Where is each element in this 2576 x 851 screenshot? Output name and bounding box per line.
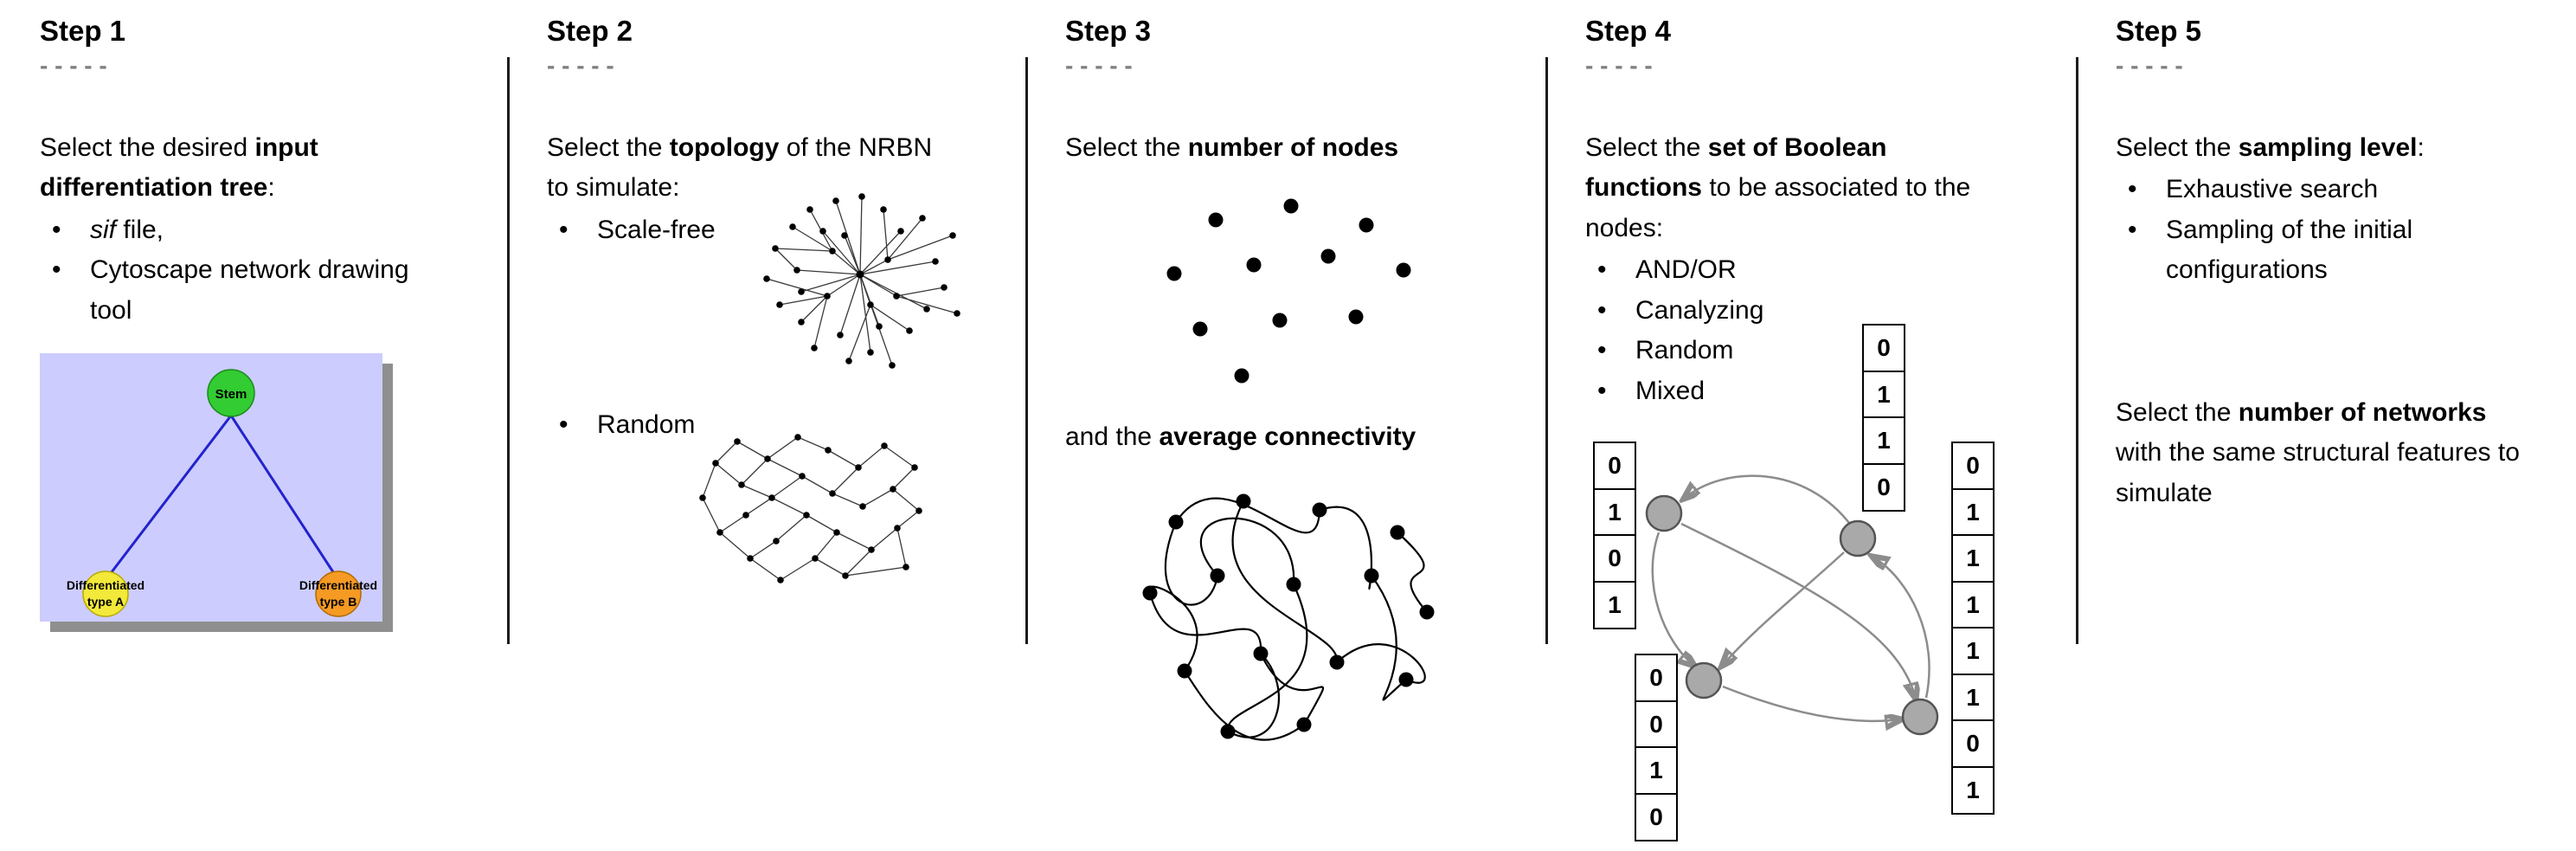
emphasis-text: topology (669, 132, 780, 162)
truth-table-cell: 0 (1862, 462, 1905, 512)
bullet-item: Mixed (1585, 371, 2003, 412)
bullet-item: sif file, (40, 210, 424, 251)
bullet-item: Exhaustive search (2116, 170, 2526, 210)
bullet-item: Sampling of the initial configurations (2116, 210, 2526, 291)
truth-table-cell: 1 (1593, 487, 1636, 537)
truth-table-cell: 0 (1862, 324, 1905, 372)
stem-node-label: Stem (215, 387, 247, 402)
step-bullet-list: AND/OR Canalyzing Random Mixed (1585, 250, 2003, 411)
truth-table-cell: 1 (1951, 765, 1995, 815)
column-divider (1545, 57, 1548, 644)
differentiation-tree-figure: Stem Differentiated type A Differentiate… (40, 353, 393, 633)
truth-table-cell: 1 (1951, 580, 1995, 629)
network-arrow (1722, 551, 1845, 666)
step-bullet-list: Random (547, 405, 695, 446)
network-arrow (1684, 474, 1853, 527)
truth-table-cell: 1 (1862, 416, 1905, 465)
step-dashes: - - - - - (2116, 51, 2183, 79)
bullet-item: Scale-free (547, 210, 951, 251)
boolean-node (1645, 494, 1683, 532)
emphasis-text: sif (90, 215, 116, 244)
boolean-node (1685, 661, 1723, 699)
truth-table-cell: 0 (1593, 534, 1636, 583)
network-arrow (1722, 685, 1901, 721)
truth-table-cell: 1 (1951, 487, 1995, 537)
emphasis-text: sampling level (2238, 132, 2418, 162)
step-3-column: Step 3 - - - - - Select the number of no… (1025, 0, 1545, 851)
step-intro: Select the number of nodes (1065, 132, 1399, 162)
step-dashes: - - - - - (1585, 51, 1653, 79)
step-intro: Select the desired input differentiation… (40, 132, 318, 203)
type-b-node (315, 571, 362, 617)
type-a-label-line1: Differentiated (67, 578, 145, 592)
step-dashes: - - - - - (1065, 51, 1133, 79)
column-divider (507, 57, 510, 644)
emphasis-text: average connectivity (1159, 422, 1416, 451)
emphasis-text: input differentiation tree (40, 132, 318, 203)
type-b-label-line2: type B (320, 595, 357, 609)
emphasis-text: set of Boolean functions (1585, 132, 1887, 203)
truth-table-cell: 1 (1862, 370, 1905, 419)
step-bullet-list: sif file, Cytoscape network drawing tool (40, 210, 424, 332)
step-title: Step 4 (1585, 15, 1672, 47)
step-5-column: Step 5 - - - - - Select the sampling lev… (2076, 0, 2576, 851)
network-arrow (1651, 532, 1694, 666)
column-divider (1025, 57, 1028, 644)
bullet-item: Cytoscape network drawing tool (40, 250, 424, 331)
step-4-column: Step 4 - - - - - Select the set of Boole… (1545, 0, 2076, 851)
step-title: Step 5 (2116, 15, 2202, 47)
network-arrow (1873, 557, 1930, 699)
nodes-scatter-figure (1166, 198, 1411, 384)
scale-free-network-figure (763, 193, 960, 369)
truth-table-cell: 0 (1951, 719, 1995, 768)
truth-table-cell: 0 (1635, 654, 1678, 702)
boolean-node (1839, 519, 1877, 558)
tree-edge-right (229, 415, 340, 581)
step-intro: Select the sampling level: (2116, 132, 2425, 162)
bullet-item: Random (1585, 331, 2003, 371)
tree-edge-left (104, 415, 233, 582)
step-title: Step 3 (1065, 15, 1152, 47)
truth-table-cell: 0 (1951, 442, 1995, 490)
truth-table-cell: 1 (1951, 673, 1995, 722)
type-a-node (82, 571, 129, 617)
bullet-item: Random (547, 405, 695, 446)
step-bullet-list: Scale-free (547, 210, 951, 251)
step-secondary-text: Select the number of networks with the s… (2116, 397, 2520, 507)
step-intro: Select the topology of the NRBN to simul… (547, 132, 933, 203)
truth-table-cell: 0 (1593, 442, 1636, 490)
truth-table-cell: 1 (1951, 627, 1995, 675)
step-dashes: - - - - - (40, 51, 107, 79)
step-1-column: Step 1 - - - - - Select the desired inpu… (0, 0, 507, 851)
truth-table-cell: 1 (1593, 580, 1636, 629)
truth-table-cell: 1 (1951, 534, 1995, 583)
network-arrow (1680, 522, 1916, 699)
random-network-figure (699, 434, 922, 583)
step-dashes: - - - - - (547, 51, 614, 79)
step-2-column: Step 2 - - - - - Select the topology of … (507, 0, 1025, 851)
truth-table-cell: 0 (1635, 699, 1678, 749)
connectivity-network-figure (1142, 493, 1435, 741)
truth-table-cell: 0 (1635, 792, 1678, 841)
boolean-node (1901, 698, 1939, 736)
truth-table-cell: 1 (1635, 746, 1678, 795)
emphasis-text: number of networks (2238, 397, 2487, 427)
boolean-network-figure (1645, 474, 1939, 736)
step-intro: Select the set of Boolean functions to b… (1585, 132, 1971, 242)
column-divider (2076, 57, 2078, 644)
step-title: Step 1 (40, 15, 126, 47)
type-a-label-line2: type A (87, 595, 124, 609)
step-bullet-list: Exhaustive search Sampling of the initia… (2116, 170, 2526, 291)
bullet-item: AND/OR (1585, 250, 2003, 291)
type-b-label-line1: Differentiated (299, 578, 377, 592)
emphasis-text: number of nodes (1187, 132, 1399, 162)
stem-node (207, 369, 255, 417)
step-title: Step 2 (547, 15, 633, 47)
step-secondary-text: and the average connectivity (1065, 422, 1416, 451)
bullet-item: Canalyzing (1585, 291, 2003, 332)
